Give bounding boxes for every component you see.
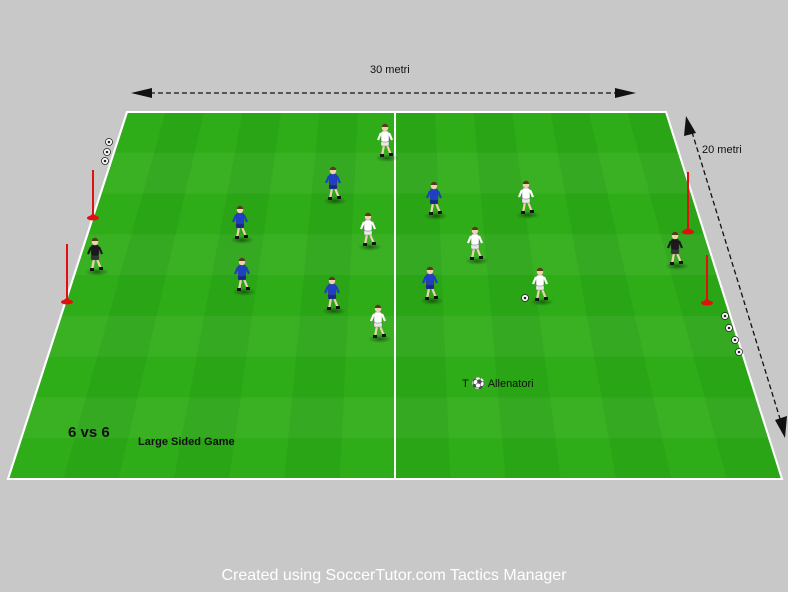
spare-ball-icon: [725, 324, 733, 332]
white-player: [530, 267, 554, 306]
pitch-stripe: [627, 112, 782, 479]
blue-player: [230, 205, 254, 244]
length-dimension-arrow: [131, 88, 636, 98]
white-player: [375, 123, 399, 162]
game-format-label: 6 vs 6: [68, 424, 110, 441]
coach-note-label: T ⚽ Allenatori: [462, 378, 534, 390]
goal-pole: [682, 172, 694, 235]
pitch-stripe: [63, 112, 205, 479]
pitch-stripe: [550, 112, 672, 479]
blue-player: [323, 166, 347, 205]
goal-pole: [87, 170, 99, 221]
spare-ball-icon: [731, 336, 739, 344]
blue-player: [420, 266, 444, 305]
pitch-stripe: [173, 112, 281, 479]
game-title-label: Large Sided Game: [138, 436, 235, 448]
blue-player: [322, 276, 346, 315]
goal-pole: [701, 255, 713, 306]
spare-ball-icon: [101, 157, 109, 165]
pitch-stripe: [473, 112, 561, 479]
blue-player: [424, 181, 448, 220]
white-player: [368, 304, 392, 343]
spare-ball-icon: [721, 312, 729, 320]
width-label: 20 metri: [702, 144, 742, 156]
spare-ball-icon: [735, 348, 743, 356]
length-label: 30 metri: [370, 64, 410, 76]
white-player: [358, 212, 382, 251]
footer-credit: Created using SoccerTutor.com Tactics Ma…: [221, 567, 567, 584]
width-dimension-arrow: [684, 116, 787, 438]
white-player: [516, 180, 540, 219]
goalkeeper: [665, 231, 689, 270]
spare-ball-icon: [105, 138, 113, 146]
white-player: [465, 226, 489, 265]
blue-player: [232, 257, 256, 296]
goal-pole: [61, 244, 73, 305]
match-ball-icon: [521, 294, 529, 302]
spare-ball-icon: [103, 148, 111, 156]
goalkeeper: [85, 237, 109, 276]
